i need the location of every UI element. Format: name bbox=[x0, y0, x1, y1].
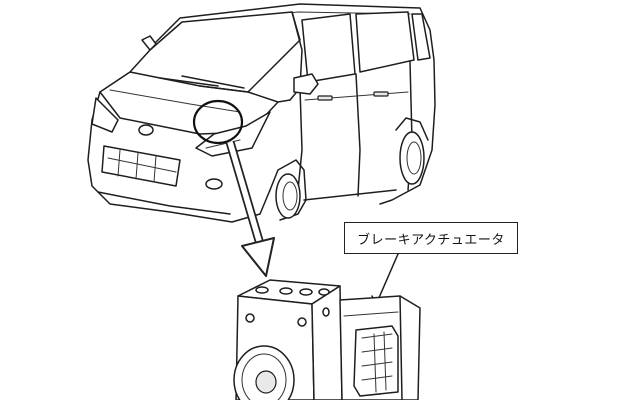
emblem bbox=[138, 124, 154, 136]
front-door-window bbox=[301, 13, 356, 83]
rear-wheel bbox=[399, 131, 425, 185]
connector bbox=[353, 325, 399, 397]
headlight-left bbox=[91, 97, 119, 133]
side-mirror bbox=[293, 73, 319, 95]
grille bbox=[101, 145, 181, 187]
fog-light bbox=[205, 178, 223, 190]
rear-door-window bbox=[355, 11, 415, 73]
windshield bbox=[129, 11, 301, 93]
callout-label-box: ブレーキアクチュエータ bbox=[344, 222, 518, 254]
location-arrow bbox=[225, 140, 275, 277]
brake-actuator bbox=[233, 279, 421, 400]
front-wheel bbox=[275, 173, 301, 219]
vehicle bbox=[87, 3, 436, 223]
headlight-right bbox=[195, 111, 271, 157]
callout-leader bbox=[377, 253, 399, 301]
location-highlight-circle bbox=[192, 99, 244, 145]
callout-label: ブレーキアクチュエータ bbox=[357, 232, 505, 248]
